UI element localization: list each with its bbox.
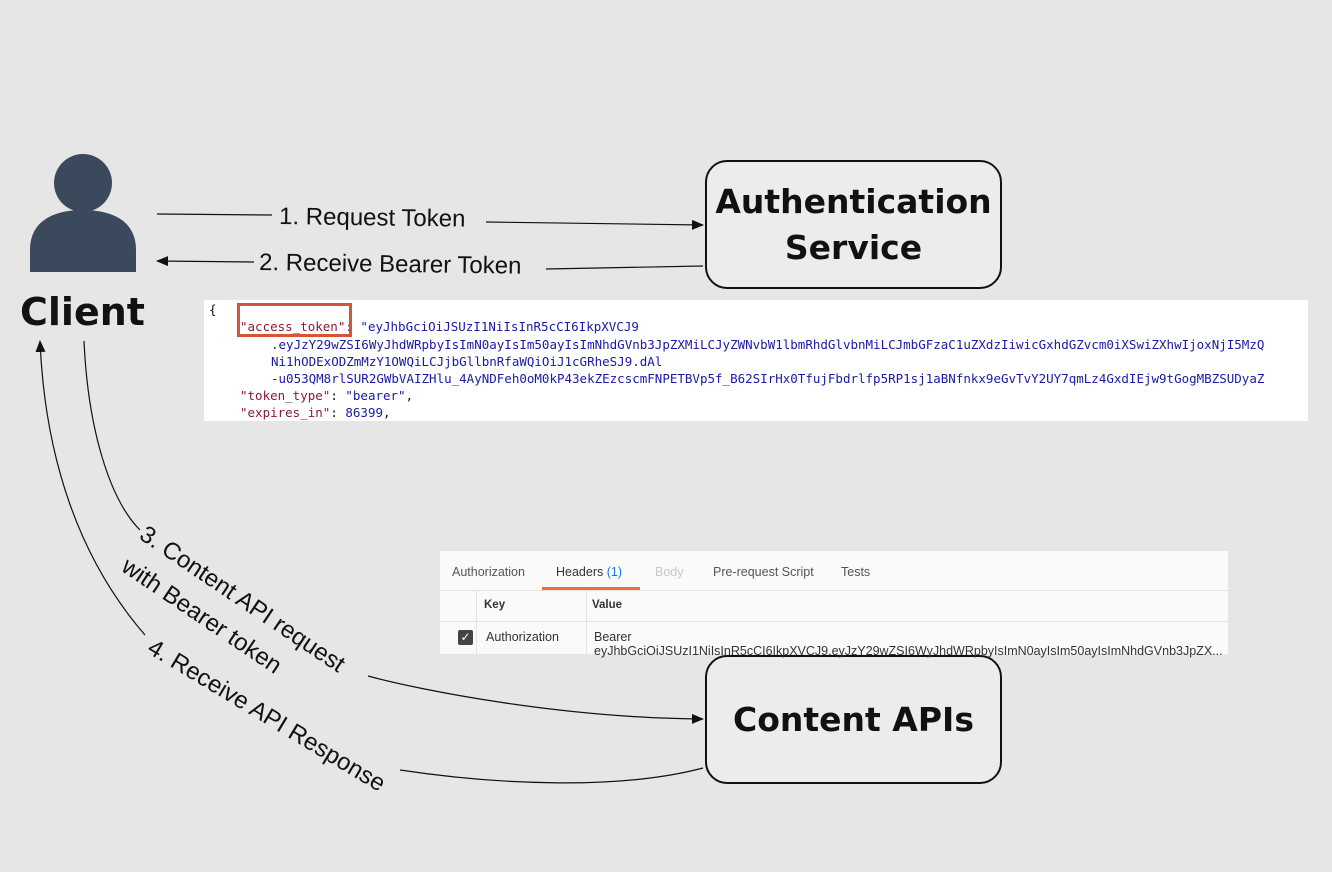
tab-headers-label: Headers [556, 565, 604, 579]
json-comma-2: , [383, 405, 391, 420]
auth-service-line2: Service [784, 227, 923, 267]
table-row: ✓ Authorization Bearer eyJhbGciOiJSUzI1N… [440, 621, 1228, 658]
json-expires-in-line: "expires_in": 86399, [240, 405, 391, 420]
json-token-part-1: "eyJhbGciOiJSUzI1NiIsInR5cCI6IkpXVCJ9 [360, 319, 639, 334]
label-api-response: 4. Receive API Response [143, 634, 390, 797]
active-tab-indicator [542, 587, 640, 590]
arrow-request-token [156, 213, 273, 216]
json-token-type-value: "bearer" [345, 388, 406, 403]
user-icon [30, 154, 136, 272]
client-label: Client [20, 290, 145, 334]
json-token-part-3: Ni1hODExODZmMzY1OWQiLCJjbGllbnRfaWQiOiJ1… [271, 354, 663, 369]
label-receive-token: 2. Receive Bearer Token [259, 249, 522, 280]
tab-body: Body [655, 565, 684, 579]
authentication-service-box: Authentication Service [705, 160, 1002, 289]
tab-pre-request-script[interactable]: Pre-request Script [713, 565, 814, 579]
label-content-request-2: with Bearer token [116, 552, 287, 679]
headers-table-header: Key Value [440, 590, 1228, 622]
access-token-highlight [237, 303, 352, 337]
token-json-response: { "access_token": "eyJhbGciOiJSUzI1NiIsI… [204, 300, 1308, 421]
arrow-receive-token [545, 265, 704, 270]
tab-tests[interactable]: Tests [841, 565, 871, 579]
arrow-api-response [399, 767, 704, 784]
json-colon-2: : [330, 388, 346, 403]
label-request-token: 1. Request Token [279, 203, 466, 233]
json-token-type-key: "token_type" [240, 388, 331, 403]
json-token-part-4: -u053QM8rlSUR2GWbVAIZHlu_4AyNDFeh0oM0kP4… [271, 371, 1265, 386]
content-apis-label: Content APIs [733, 699, 974, 739]
json-expires-in-value: 86399 [345, 405, 384, 420]
json-token-part-2: .eyJzY29wZSI6WyJhdWRpbyIsImN0ayIsIm50ayI… [271, 337, 1265, 352]
json-comma-1: , [405, 388, 414, 403]
postman-tabs: Authorization Headers (1) Body Pre-reque… [440, 551, 1228, 591]
header-key-authorization[interactable]: Authorization [486, 630, 559, 644]
tab-headers-count: (1) [606, 565, 623, 579]
column-key: Key [484, 599, 506, 611]
arrow-content-request [83, 340, 141, 531]
json-token-type-line: "token_type": "bearer", [240, 388, 413, 403]
content-apis-box: Content APIs [705, 655, 1002, 784]
json-access-token-key: "access_token" [240, 319, 346, 334]
header-value-bearer[interactable]: Bearer eyJhbGciOiJSUzI1NiIsInR5cCI6IkpXV… [594, 630, 1223, 658]
label-content-request-1: 3. Content API request [135, 521, 351, 679]
auth-service-line1: Authentication [715, 181, 992, 221]
json-open-brace: { [209, 302, 217, 317]
json-expires-in-key: "expires_in" [240, 405, 331, 420]
postman-headers-panel: Authorization Headers (1) Body Pre-reque… [440, 551, 1228, 658]
tab-headers[interactable]: Headers (1) [556, 565, 622, 579]
tab-authorization[interactable]: Authorization [452, 565, 525, 579]
json-access-token-line: "access_token": "eyJhbGciOiJSUzI1NiIsInR… [240, 319, 639, 334]
json-colon-3: : [330, 405, 346, 420]
header-enabled-checkbox[interactable]: ✓ [458, 630, 473, 645]
column-value: Value [592, 599, 623, 611]
